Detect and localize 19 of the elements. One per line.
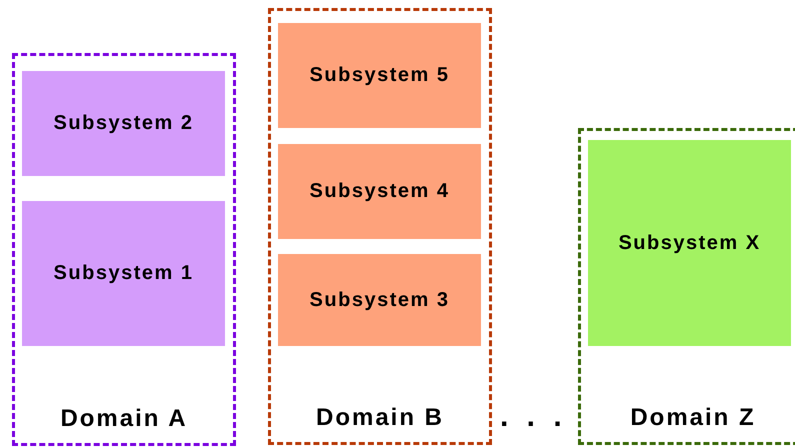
subsystem-box (22, 71, 225, 176)
domain-group-box (578, 128, 795, 445)
domain-label: Domain B (314, 404, 445, 432)
subsystem-box (22, 201, 225, 346)
subsystem-box (278, 23, 481, 128)
subsystem-label: Subsystem 5 (310, 64, 450, 87)
subsystem-label: Subsystem 3 (310, 288, 450, 312)
subsystem-box (278, 144, 481, 239)
ellipsis: . . . (500, 400, 567, 434)
subsystem-label: Subsystem X (618, 232, 761, 254)
subsystem-box (278, 254, 481, 346)
domain-label: Domain Z (629, 404, 757, 432)
domain-group-box (12, 53, 236, 446)
subsystem-label: Subsystem 2 (54, 112, 194, 135)
domain-label: Domain A (59, 405, 189, 433)
domain-group-box (268, 8, 492, 445)
subsystem-label: Subsystem 4 (310, 180, 450, 203)
subsystem-box (588, 140, 791, 346)
subsystem-label: Subsystem 1 (54, 262, 194, 285)
